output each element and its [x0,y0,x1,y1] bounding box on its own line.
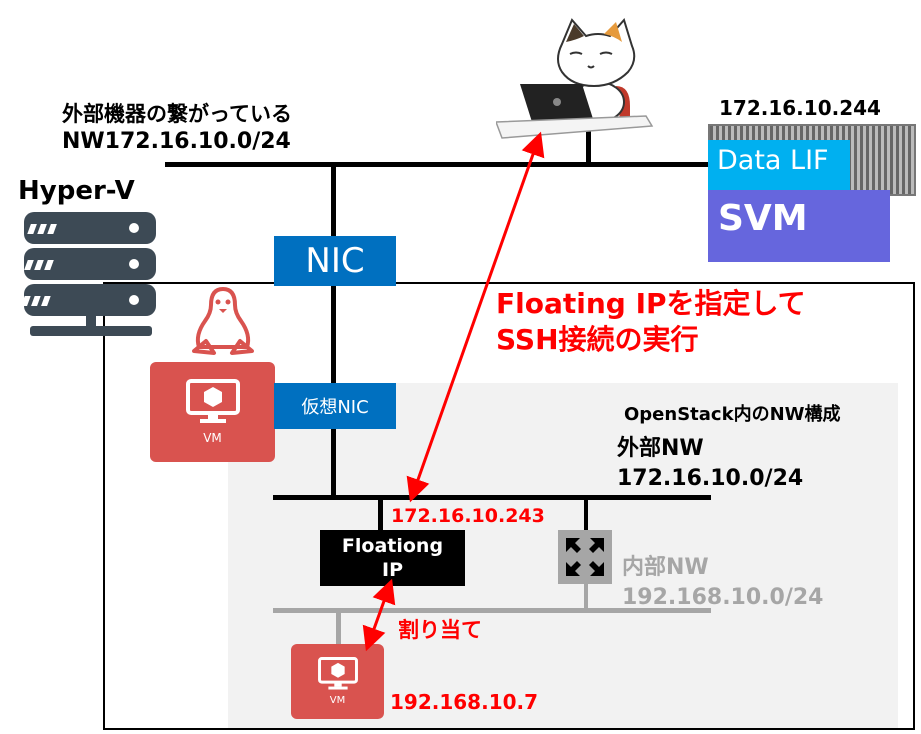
svm-label: SVM [718,198,808,239]
storage-ip-label: 172.16.10.244 [719,96,881,120]
nic-box: NIC [274,236,396,286]
linux-penguin-icon [192,287,254,355]
vm-top-label: VM [203,431,222,445]
server-icon [22,212,156,336]
router-downlink [584,584,588,610]
router-uplink [584,497,588,531]
floating-ip-uplink [378,497,383,531]
data-lif-box [708,140,850,190]
floating-ip-line2: IP [382,559,403,581]
vm-top: VM [150,362,275,462]
virtual-nic-box: 仮想NIC [274,383,396,429]
outer-nw-label: 外部NW 172.16.10.0/24 [617,434,803,494]
laptop-link-line [586,130,591,164]
router-icon [558,530,612,584]
floating-ip-address: 172.16.10.243 [391,505,545,527]
data-lif-label: Data LIF [717,145,829,176]
vm-bottom-label: VM [329,695,346,706]
outer-nw-cidr: 172.16.10.0/24 [617,466,804,491]
external-network-label-line1: 外部機器の繋がっている [62,102,292,126]
monitor-icon [185,379,240,423]
vm-bottom-ip: 192.168.10.7 [390,690,539,714]
inner-nw-cidr: 192.168.10.0/24 [622,585,824,610]
outer-nw-name: 外部NW [617,436,704,461]
assign-double-arrow [362,578,396,652]
ssh-annotation-line1: Floating IPを指定して [496,287,806,320]
inner-nw-name: 内部NW [622,555,709,580]
floating-ip-line1: Floationg [341,535,444,557]
ssh-double-arrow [406,131,545,503]
floating-ip-box: Floationg IP [320,530,465,586]
virtual-nic-label: 仮想NIC [301,397,369,418]
vm-bottom-uplink [336,610,341,646]
external-network-label-line2: NW172.16.10.0/24 [62,129,291,154]
vm-bottom: VM [291,644,384,719]
inner-network-line [273,608,711,613]
nic-label: NIC [305,241,365,281]
external-network-label: 外部機器の繋がっている NW172.16.10.0/24 [62,100,292,156]
hyperv-label: Hyper-V [18,176,135,206]
monitor-icon [317,657,358,690]
nic-uplink-line [331,163,336,498]
inner-nw-label: 内部NW 192.168.10.0/24 [622,553,824,613]
assign-label: 割り当て [398,618,482,642]
svm-box [708,190,890,262]
openstack-title: OpenStack内のNW構成 [624,404,841,425]
